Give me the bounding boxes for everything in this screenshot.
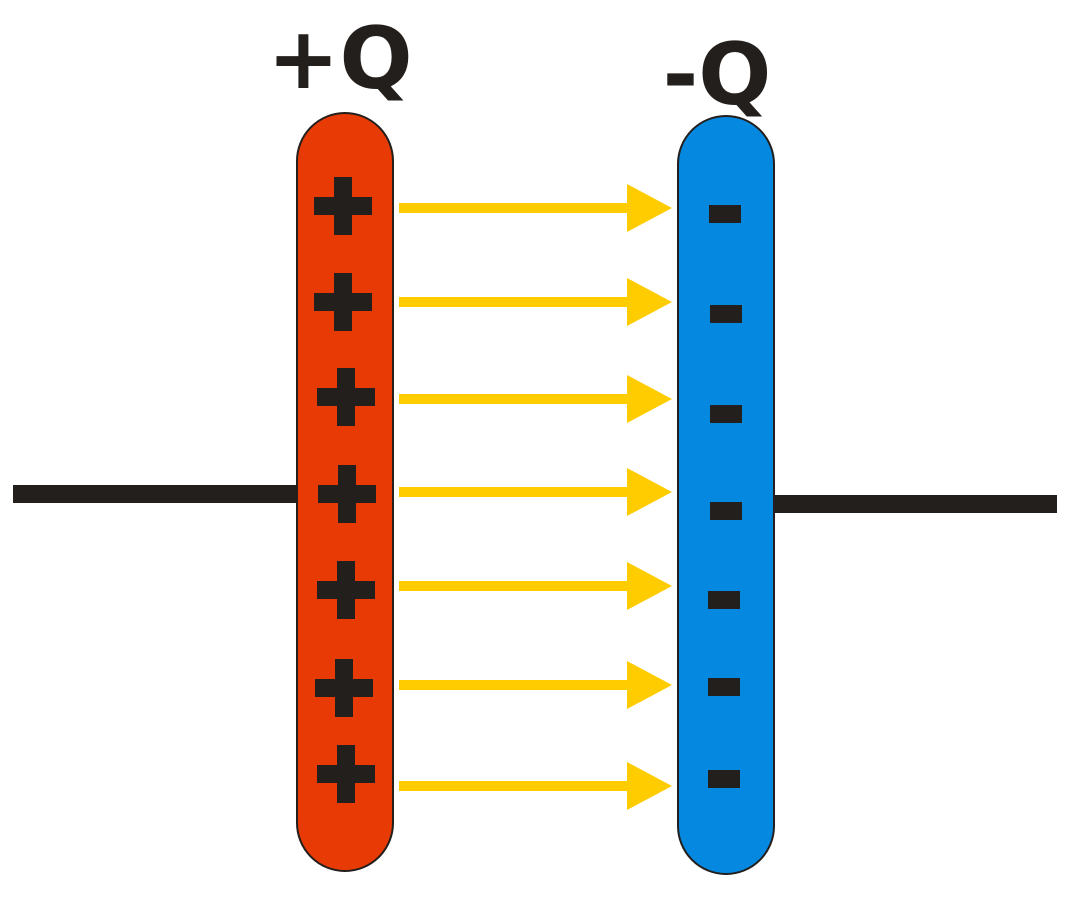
plus-charge-icon [314, 177, 372, 235]
negative-charges [708, 205, 742, 788]
minus-charge-icon [708, 591, 740, 609]
negative-plate-label: -Q [663, 25, 772, 125]
field-arrow [399, 184, 672, 232]
positive-plate-label: +Q [267, 9, 412, 109]
plus-charge-icon [317, 368, 375, 426]
field-arrow [399, 375, 672, 423]
field-arrow [399, 278, 672, 326]
minus-charge-icon [710, 405, 742, 423]
field-arrow [399, 468, 672, 516]
positive-charges [314, 177, 376, 803]
negative-plate [677, 115, 775, 875]
minus-charge-icon [710, 502, 742, 520]
minus-charge-icon [708, 678, 740, 696]
minus-charge-icon [708, 770, 740, 788]
minus-charge-icon [710, 305, 742, 323]
plus-charge-icon [315, 659, 373, 717]
minus-charge-icon [709, 205, 741, 223]
field-arrow [399, 762, 672, 810]
field-arrow [399, 661, 672, 709]
plus-charge-icon [318, 465, 376, 523]
field-arrow [399, 562, 672, 610]
plus-charge-icon [317, 561, 375, 619]
electric-field-arrows [399, 184, 672, 810]
plus-charge-icon [314, 273, 372, 331]
plus-charge-icon [317, 745, 375, 803]
